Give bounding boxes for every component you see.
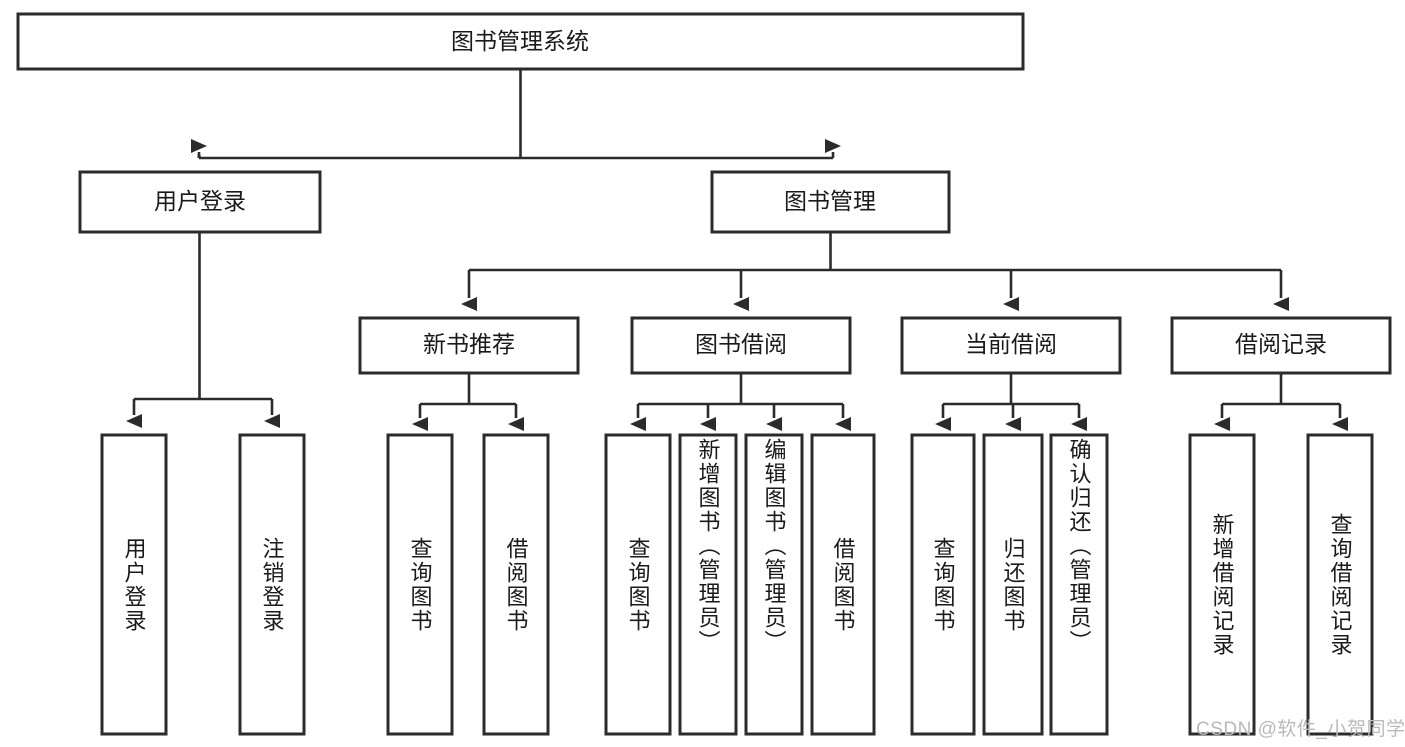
leaf-rect-cu-confirm-return[interactable] bbox=[1049, 433, 1109, 736]
node-new-book-rec-rect[interactable] bbox=[358, 316, 580, 375]
node-user-login[interactable]: 用户登录 bbox=[78, 170, 322, 234]
node-borrow-record[interactable]: 借阅记录 bbox=[1170, 316, 1392, 375]
node-book-manage[interactable]: 图书管理 bbox=[710, 170, 951, 234]
node-book-borrow-rect[interactable] bbox=[630, 316, 852, 375]
connector-group-user-login bbox=[126, 232, 280, 428]
node-current-borrow[interactable]: 当前借阅 bbox=[900, 316, 1122, 375]
leaf-rect-re-add-record[interactable] bbox=[1188, 433, 1256, 736]
node-new-book-rec[interactable]: 新书推荐 bbox=[358, 316, 580, 375]
connector-group-book-manage bbox=[461, 232, 1289, 311]
node-book-manage-label: 图书管理 bbox=[784, 188, 876, 214]
node-new-book-rec-label: 新书推荐 bbox=[423, 331, 515, 357]
leaf-rect-cu-query-book[interactable] bbox=[910, 433, 976, 736]
node-root-label: 图书管理系统 bbox=[451, 28, 589, 54]
leaf-rect-nb-query-book[interactable] bbox=[386, 433, 454, 736]
leaf-rect-bo-edit-book[interactable] bbox=[744, 433, 804, 736]
watermark-text: CSDN @软件_小贺同学 bbox=[1196, 719, 1405, 740]
node-user-login-label: 用户登录 bbox=[154, 188, 246, 214]
node-borrow-record-rect[interactable] bbox=[1170, 316, 1392, 375]
arrows-root-level1 bbox=[191, 139, 841, 158]
node-book-borrow-label: 图书借阅 bbox=[695, 331, 787, 357]
leaf-rect-user-login[interactable] bbox=[100, 433, 168, 736]
node-borrow-record-label: 借阅记录 bbox=[1235, 331, 1327, 357]
leaf-rect-user-logout[interactable] bbox=[238, 433, 306, 736]
connector-group-borrow bbox=[630, 373, 851, 431]
node-book-borrow[interactable]: 图书借阅 bbox=[630, 316, 852, 375]
leaf-rect-re-query-record[interactable] bbox=[1306, 433, 1374, 736]
node-current-borrow-label: 当前借阅 bbox=[965, 331, 1057, 357]
connector-group-root bbox=[197, 69, 833, 160]
node-root-rect[interactable] bbox=[16, 12, 1025, 71]
connector-group-newbook bbox=[412, 373, 524, 431]
node-current-borrow-rect[interactable] bbox=[900, 316, 1122, 375]
connector-group-record bbox=[1214, 373, 1348, 431]
leaf-rect-cu-return-book[interactable] bbox=[982, 433, 1044, 736]
leaf-rect-nb-borrow-book[interactable] bbox=[482, 433, 550, 736]
leaf-rect-bo-add-book[interactable] bbox=[678, 433, 738, 736]
node-user-login-rect[interactable] bbox=[78, 170, 322, 234]
node-book-manage-rect[interactable] bbox=[710, 170, 951, 234]
leaf-rect-bo-query-book[interactable] bbox=[604, 433, 672, 736]
leaf-rect-bo-lend-book[interactable] bbox=[810, 433, 876, 736]
node-root[interactable]: 图书管理系统 bbox=[16, 12, 1025, 71]
connector-group-current bbox=[935, 373, 1087, 431]
